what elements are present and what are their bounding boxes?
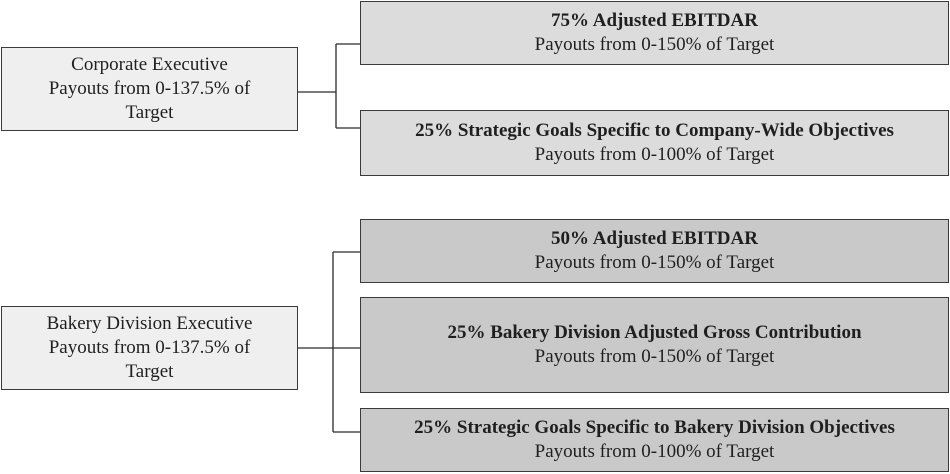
- corporate-executive-label: Corporate Executive: [71, 54, 228, 75]
- component-payout: Payouts from 0-150% of Target: [534, 252, 775, 273]
- corporate-executive-target: Target: [125, 102, 174, 123]
- component-payout: Payouts from 0-100% of Target: [534, 441, 775, 462]
- bakery-component-strategic-goals: 25% Strategic Goals Specific to Bakery D…: [360, 408, 949, 472]
- component-payout: Payouts from 0-100% of Target: [534, 144, 775, 165]
- bakery-executive-target: Target: [125, 361, 174, 382]
- bakery-component-gross-contribution: 25% Bakery Division Adjusted Gross Contr…: [360, 297, 949, 393]
- bakery-executive-box: Bakery Division Executive Payouts from 0…: [1, 306, 298, 390]
- bakery-executive-payout: Payouts from 0-137.5% of: [48, 337, 251, 358]
- corporate-executive-payout: Payouts from 0-137.5% of: [48, 78, 251, 99]
- component-title: 50% Adjusted EBITDAR: [551, 228, 758, 249]
- corporate-executive-box: Corporate Executive Payouts from 0-137.5…: [1, 47, 298, 131]
- component-payout: Payouts from 0-150% of Target: [534, 34, 775, 55]
- component-title: 25% Strategic Goals Specific to Bakery D…: [414, 417, 895, 438]
- component-title: 25% Strategic Goals Specific to Company-…: [415, 120, 894, 141]
- corporate-component-strategic-goals: 25% Strategic Goals Specific to Company-…: [360, 110, 949, 176]
- corporate-component-ebitdar: 75% Adjusted EBITDAR Payouts from 0-150%…: [360, 1, 949, 65]
- component-title: 75% Adjusted EBITDAR: [551, 10, 758, 31]
- component-payout: Payouts from 0-150% of Target: [534, 346, 775, 367]
- bakery-executive-label: Bakery Division Executive: [46, 313, 253, 334]
- bakery-component-ebitdar: 50% Adjusted EBITDAR Payouts from 0-150%…: [360, 219, 949, 283]
- component-title: 25% Bakery Division Adjusted Gross Contr…: [447, 322, 862, 343]
